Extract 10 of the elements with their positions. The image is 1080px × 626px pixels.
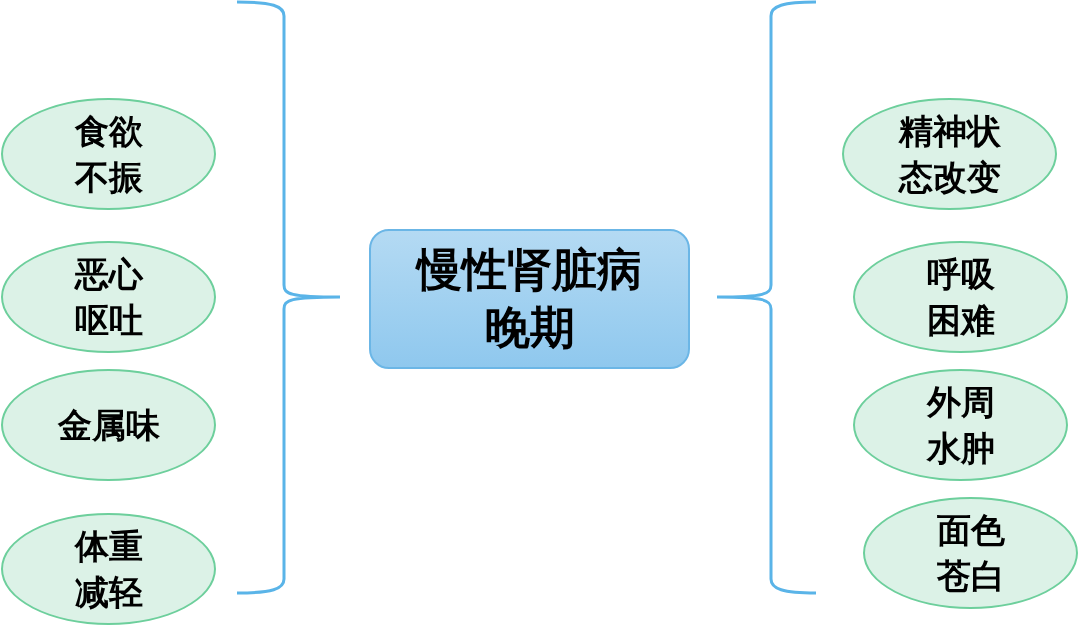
symptom-text: 体重减轻 [74,525,143,614]
symptom-text: 食欲不振 [74,110,143,199]
symptom-text: 外周水肿 [926,381,995,470]
symptom-text: 金属味 [57,404,160,447]
symptom-text: 恶心呕吐 [74,253,143,342]
topic-box [369,229,690,369]
topic-text: 慢性肾脏病晚期 [417,242,642,356]
symptom-text: 精神状态改变 [898,110,1001,199]
symptom-text: 面色苍白 [936,509,1005,598]
symptom-text: 呼吸困难 [926,253,995,342]
